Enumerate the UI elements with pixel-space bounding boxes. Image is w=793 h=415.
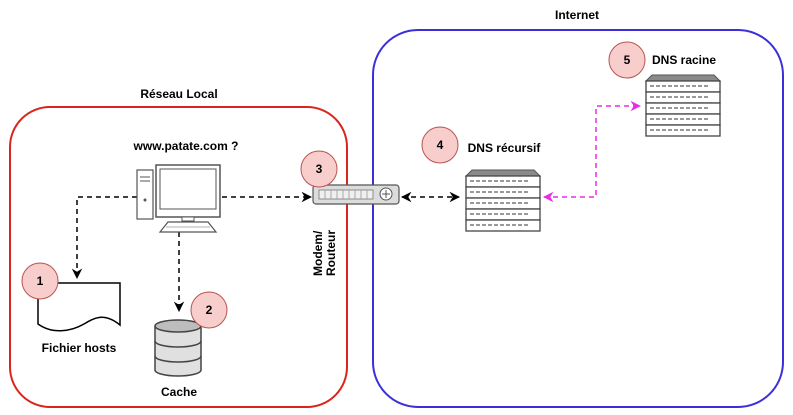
svg-text:1: 1 [37, 274, 44, 288]
step-badge-1: 1 [21, 262, 59, 300]
local-network-title: Réseau Local [140, 87, 217, 101]
step-badge-5: 5 [608, 41, 646, 79]
computer-icon [136, 164, 221, 233]
step-badge-2: 2 [190, 291, 228, 329]
query-label: www.patate.com ? [133, 139, 239, 153]
dns-recursive-server-icon [464, 169, 542, 232]
hosts-file-icon [37, 282, 121, 332]
link-computer-hosts [71, 196, 137, 280]
cache-database-icon [154, 319, 202, 377]
step-badge-4: 4 [421, 126, 459, 164]
dns-root-server-icon [644, 74, 722, 137]
cache-label: Cache [161, 385, 197, 399]
dns-root-label: DNS racine [652, 53, 716, 67]
connections [71, 100, 642, 313]
svg-text:3: 3 [316, 162, 323, 176]
router-label: Modem/ Routeur [311, 227, 338, 276]
router-label-line2: Routeur [324, 230, 338, 276]
hosts-file-label: Fichier hosts [42, 341, 117, 355]
internet-title: Internet [555, 8, 599, 22]
svg-text:2: 2 [206, 303, 213, 317]
router-label-line1: Modem/ [311, 230, 325, 276]
router-icon [312, 184, 400, 205]
svg-text:5: 5 [624, 53, 631, 67]
internet-zone [372, 29, 784, 408]
svg-text:4: 4 [437, 138, 444, 152]
link-dns-recursive-root [542, 100, 642, 203]
local-network-zone [9, 106, 348, 408]
dns-recursive-label: DNS récursif [468, 141, 542, 155]
step-badge-3: 3 [300, 150, 338, 188]
